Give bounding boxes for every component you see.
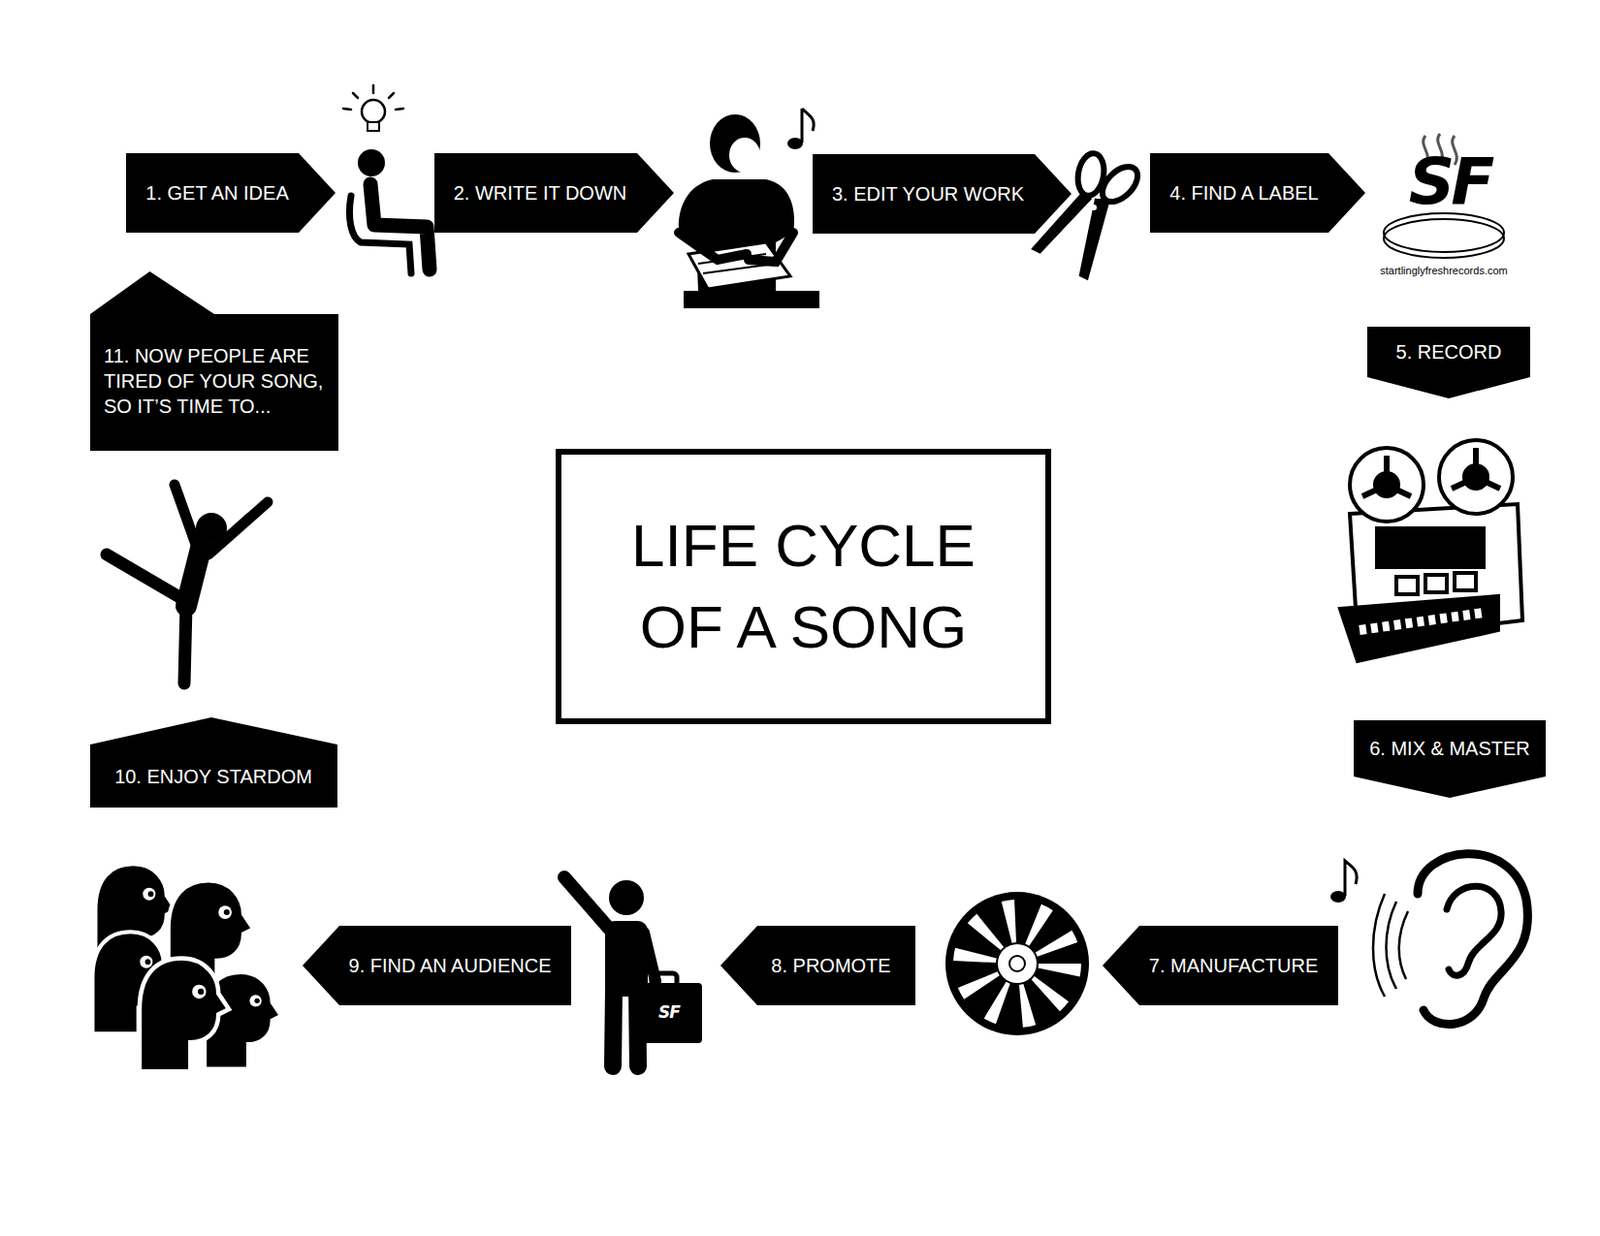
- ear-icon: [1373, 894, 1408, 997]
- step-box: 4. FIND A LABEL: [1150, 153, 1366, 233]
- writer-icon: [729, 137, 761, 173]
- step-label: 3. EDIT YOUR WORK: [830, 181, 1027, 207]
- step-label: 11. NOW PEOPLE ARE TIRED OF YOUR SONG, S…: [103, 343, 327, 419]
- record-icon: [945, 892, 1089, 1036]
- idea-icon: [343, 85, 404, 110]
- label-logo: [1383, 133, 1504, 258]
- idea-icon: [357, 149, 385, 177]
- writer-icon: [748, 232, 794, 262]
- idea-icon: [343, 108, 352, 110]
- tape-machine-icon: [1340, 440, 1523, 662]
- promoter-icon: [638, 983, 703, 1044]
- step-label: 4. FIND A LABEL: [1167, 180, 1321, 206]
- tape-machine-icon: [1454, 573, 1476, 591]
- step-box: 2. WRITE IT DOWN: [434, 153, 674, 233]
- idea-icon: [372, 85, 376, 94]
- label-logo: [1383, 219, 1504, 258]
- promoter-icon: [564, 877, 703, 1067]
- step-box: 1. GET AN IDEA: [126, 153, 336, 233]
- tape-machine-icon: [1425, 575, 1447, 593]
- step-shape: [1102, 926, 1339, 1006]
- suitcase-logo: SF: [658, 1003, 680, 1023]
- step-box: 6. MIX & MASTER: [1353, 720, 1546, 799]
- step-shape: [1150, 153, 1366, 233]
- step-shape: [302, 926, 572, 1006]
- idea-icon: [361, 99, 385, 124]
- idea-icon: [367, 122, 380, 131]
- tape-machine-icon: [1376, 528, 1484, 568]
- step-label: 7. MANUFACTURE: [1147, 953, 1321, 979]
- writer-icon: [801, 108, 814, 131]
- record-icon: [997, 944, 1037, 984]
- promoter-icon: [612, 989, 639, 1067]
- tape-machine-icon: [1375, 473, 1399, 497]
- step-box: 9. FIND AN AUDIENCE: [302, 926, 572, 1006]
- step-shape: [720, 926, 916, 1006]
- record-icon: [945, 892, 1089, 1036]
- step-shape: [126, 153, 336, 233]
- step-shape: [90, 717, 338, 808]
- writer-icon: [800, 108, 804, 143]
- dancer-icon: [208, 502, 268, 555]
- crowd-icon: [139, 959, 229, 1073]
- writer-icon: [678, 179, 795, 291]
- step-box: 10. ENJOY STARDOM: [90, 717, 338, 808]
- step-label: 9. FIND AN AUDIENCE: [347, 953, 554, 979]
- step-box: 5. RECORD: [1367, 326, 1531, 399]
- step-shape: [812, 154, 1072, 234]
- writer-icon: [683, 290, 820, 309]
- idea-icon: [349, 195, 412, 274]
- writer-icon: [678, 108, 820, 309]
- promoter-icon: [608, 880, 644, 916]
- tape-machine-icon: [1396, 576, 1418, 595]
- tape-machine-icon: [1362, 448, 1501, 497]
- step-label: 8. PROMOTE: [765, 953, 898, 979]
- ear-icon: [1417, 854, 1528, 1025]
- step-label: 10. ENJOY STARDOM: [103, 764, 324, 790]
- title-box: LIFE CYCLE OF A SONG: [555, 448, 1052, 725]
- crowd-icon: [92, 864, 281, 1072]
- idea-icon: [388, 93, 394, 98]
- step-box: 8. PROMOTE: [720, 926, 916, 1006]
- step-label: 5. RECORD: [1380, 339, 1517, 365]
- tape-machine-icon: [1464, 465, 1488, 489]
- writer-icon: [678, 232, 747, 260]
- record-icon: [1009, 956, 1025, 972]
- step-shape: [434, 153, 674, 233]
- logo-text: SF: [1408, 147, 1492, 219]
- step-box: 3. EDIT YOUR WORK: [812, 154, 1072, 234]
- step-box: 7. MANUFACTURE: [1102, 926, 1339, 1006]
- tape-machine-icon: [1340, 596, 1499, 662]
- ear-icon: [1330, 854, 1528, 1025]
- step-box: 11. NOW PEOPLE ARE TIRED OF YOUR SONG, S…: [90, 271, 339, 451]
- idea-icon: [370, 184, 430, 270]
- idea-icon: [343, 85, 430, 274]
- idea-icon: [352, 93, 358, 98]
- step-label: 1. GET AN IDEA: [143, 180, 291, 206]
- promoter-icon: [564, 877, 611, 931]
- ear-icon: [1446, 886, 1502, 976]
- step-label: 2. WRITE IT DOWN: [451, 180, 630, 206]
- step-shape: [1353, 720, 1546, 799]
- website-text: startlinglyfreshrecords.com: [1379, 264, 1507, 277]
- dancer-icon: [106, 484, 268, 684]
- step-shape: [1367, 326, 1531, 399]
- tape-machine-icon: [1359, 612, 1484, 631]
- record-icon: [974, 921, 1060, 1007]
- ear-icon: [1344, 861, 1357, 896]
- step-label: 6. MIX & MASTER: [1367, 736, 1533, 762]
- scissors-icon: [1090, 204, 1097, 211]
- scissors-icon: [1082, 198, 1108, 277]
- dancer-icon: [184, 606, 187, 684]
- step-shape: [90, 717, 338, 808]
- diagram-title: LIFE CYCLE OF A SONG: [619, 505, 989, 668]
- step-shape: [90, 271, 339, 451]
- dancer-icon: [106, 554, 187, 602]
- idea-icon: [395, 108, 404, 110]
- dancer-icon: [174, 484, 199, 553]
- writer-icon: [709, 114, 761, 173]
